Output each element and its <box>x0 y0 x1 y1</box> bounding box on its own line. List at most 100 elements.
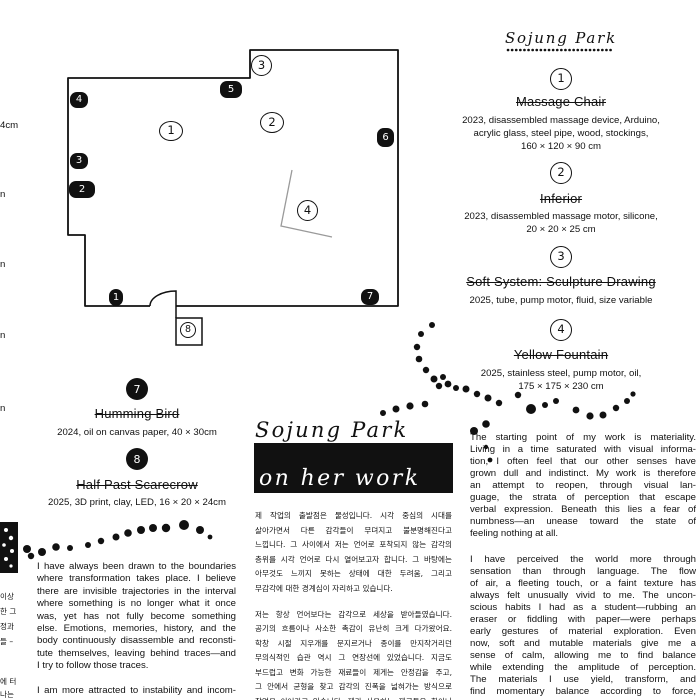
sight-line <box>280 169 333 238</box>
korean-text-line: 아무것도 느끼지 못하는 상태에 대한 두려움, 그리고 <box>255 569 452 578</box>
trail-dot <box>612 404 620 412</box>
trail-dot <box>38 548 46 556</box>
english-text-line: tion, I often feel that our other senses… <box>470 456 696 468</box>
english-text-line: find momentary balance according to forc… <box>470 686 696 698</box>
trail-dot <box>624 398 630 404</box>
floor-plan-marker-filled: 7 <box>361 289 379 305</box>
margin-korean-fragment: 한 그 <box>0 607 17 616</box>
korean-text-line: 느낍니다. 그 사이에서 저는 언어로 포착되지 않는 감각의 <box>255 540 452 549</box>
work-details: 2024, oil on canvas paper, 40 × 30cm <box>0 426 274 439</box>
floor-plan-marker-outline: 2 <box>260 112 284 133</box>
work-detail-line: 160 × 120 × 90 cm <box>520 141 601 152</box>
trail-dot <box>430 375 438 383</box>
trail-dot <box>495 399 503 407</box>
english-text-line: I try to follow those traces. <box>37 660 149 672</box>
english-text-paragraph: I have always been drawn to the boundari… <box>37 561 236 673</box>
english-text-line: while extending the amplitude of percept… <box>470 662 696 674</box>
trail-dot <box>392 405 400 413</box>
door-swing <box>149 290 177 318</box>
work-detail-line: 2025, stainless steel, pump motor, oil, <box>480 368 642 379</box>
english-text-line: sensation than through language. The flo… <box>470 565 696 577</box>
work-details: 2025, stainless steel, pump motor, oil, … <box>442 367 680 393</box>
work-number-badge: 2 <box>550 162 572 184</box>
work-title: Yellow Fountain <box>513 347 609 362</box>
english-text-line: an attempt to reopen, through visual lan… <box>470 480 696 492</box>
english-text-line: The materials I use yield, transform, an… <box>470 674 696 686</box>
english-text-line: tute themselves, leaving behind traces—a… <box>37 647 236 659</box>
margin-korean-fragment: 정과 <box>0 622 14 631</box>
essay-heading-bar: on her work <box>254 443 453 493</box>
korean-text-line: 저는 항상 언어보다는 감각으로 세상을 받아들였습니다. <box>255 609 452 619</box>
korean-text-line: 공기의 흐름이나 사소한 촉감이 유난히 크게 다가왔어요. <box>255 624 452 634</box>
floor-plan-marker-outline: 1 <box>159 121 183 141</box>
work-detail-line: 175 × 175 × 230 cm <box>518 381 604 392</box>
floor-plan-marker-annex: 8 <box>180 322 196 338</box>
floor-plan-marker-outline: 3 <box>251 55 272 76</box>
trail-dot <box>526 404 536 414</box>
korean-text-line: 살아가면서 다른 감각들이 무뎌지고 불분명해진다고 <box>255 525 452 535</box>
work-title: Half Past Scarecrow <box>76 477 198 492</box>
english-text-paragraph: I am more attracted to instability and i… <box>37 685 236 697</box>
trail-dot <box>599 411 607 419</box>
margin-fragment: n <box>0 259 6 270</box>
english-text-line: early gestures of material exploration. … <box>470 626 696 638</box>
trail-dot <box>97 537 105 545</box>
trail-dot <box>137 526 145 534</box>
trail-dot <box>482 420 490 428</box>
english-text-line: now, soft and mutable materials give me … <box>470 638 696 650</box>
korean-text-paragraph: 저는 항상 언어보다는 감각으로 세상을 받아들였습니다. 공기의 흐름이나 사소… <box>255 608 452 700</box>
english-text-line: verbal expression. Beneath this lies a f… <box>470 504 696 516</box>
margin-korean-fragment: 들 – <box>0 637 14 646</box>
work-number-badge: 1 <box>550 68 572 90</box>
trail-dot <box>484 394 492 402</box>
english-text-line: there are invisible trajectories in the … <box>37 585 236 597</box>
english-text-line: sense of calm, allowing me to find balan… <box>470 650 696 662</box>
work-detail-line: 20 × 20 × 25 cm <box>526 224 596 235</box>
trail-dot <box>161 523 171 533</box>
essay-heading: on her work <box>259 466 421 491</box>
work-number-badge: 7 <box>126 378 148 400</box>
korean-text-line: 무의식적인 습관 역시 그 연장선에 있었습니다. 지금도 <box>255 653 452 663</box>
work-detail-line: 2024, oil on canvas paper, 40 × 30cm <box>57 427 217 438</box>
margin-korean-fragment: 나는 <box>0 690 14 699</box>
work-details: 2023, disassembled massage motor, silico… <box>442 210 680 236</box>
margin-fragment: n <box>0 403 6 414</box>
english-text-line: The starting point of my work is materia… <box>470 432 696 443</box>
trail-dot <box>422 366 430 374</box>
ink-blot-block <box>0 522 18 573</box>
essay-english-right-column: The starting point of my work is materia… <box>470 432 696 700</box>
trail-dot <box>553 398 559 404</box>
korean-text-line: 그 안에서 균형을 찾고 감각의 진폭을 넓혀가는 방식으로 <box>255 682 452 692</box>
margin-fragment: n <box>0 330 6 341</box>
trail-dot <box>380 410 386 416</box>
english-text-line: where something is no longer what it onc… <box>37 598 236 610</box>
work-details: 2025, tube, pump motor, fluid, size vari… <box>442 294 680 307</box>
english-text-line: guage, the strata of perception that esc… <box>470 492 696 504</box>
trail-dot <box>421 400 429 408</box>
trail-dot <box>149 524 157 532</box>
margin-fragment: 4cm <box>0 120 19 131</box>
floor-plan-marker-filled: 2 <box>69 181 95 198</box>
korean-text-line: 층위를 시각 언어로 다시 열어보고자 합니다. 그 바탕에는 <box>255 554 452 564</box>
floor-plan-walls <box>67 49 399 307</box>
trail-dot <box>586 412 594 420</box>
margin-korean-fragment: 이상 <box>0 592 14 601</box>
english-text-line: always felt unusually vivid to me. The u… <box>470 590 696 602</box>
annex-room <box>175 317 203 346</box>
english-text-line: else. Emotions, memories, history, and t… <box>37 622 236 634</box>
english-text-line: feeling nothing at all. <box>470 528 559 540</box>
margin-fragment: n <box>0 189 6 200</box>
trail-dot <box>572 406 580 414</box>
english-text-line: scious habits I had as a student—rubbing… <box>470 602 696 614</box>
work-details: 2025, 3D print, clay, LED, 16 × 20 × 24c… <box>0 496 274 509</box>
english-text-paragraph: The starting point of my work is materia… <box>470 432 696 540</box>
work-title: Massage Chair <box>515 94 607 109</box>
floor-plan-marker-filled: 5 <box>220 81 242 98</box>
trail-dot <box>406 402 414 410</box>
essay-artist-name: Sojung Park <box>255 418 409 442</box>
work-number-badge: 3 <box>550 246 572 268</box>
artist-name-header: Sojung Park <box>504 29 618 47</box>
english-text-line: I am more attracted to instability and i… <box>37 684 236 696</box>
korean-text-line: 제 작업의 출발점은 물성입니다. 시각 중심의 시대를 <box>255 511 452 520</box>
